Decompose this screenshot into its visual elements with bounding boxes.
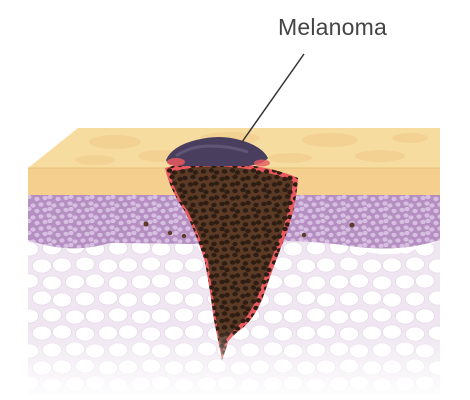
callout-line bbox=[241, 53, 305, 143]
bottom-fade bbox=[0, 330, 470, 400]
melanoma-label: Melanoma bbox=[278, 14, 387, 40]
